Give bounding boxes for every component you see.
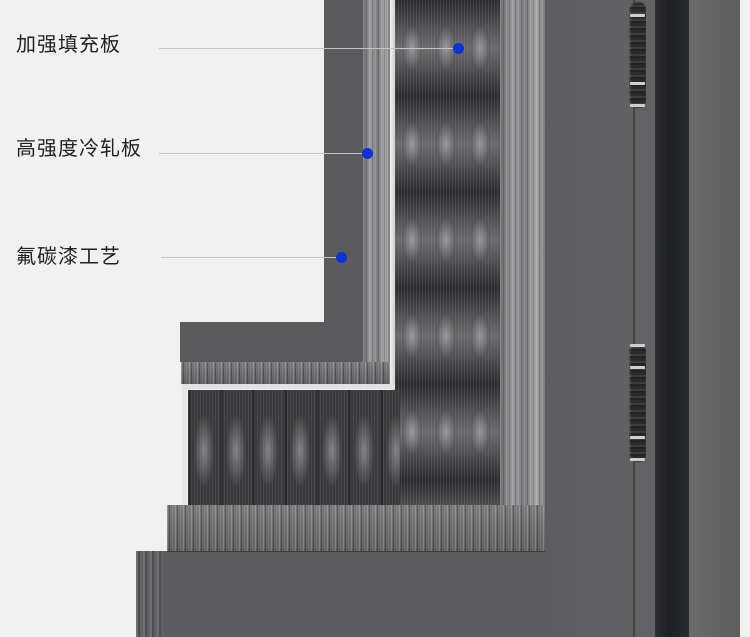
callout-marker-cold-rolled-plate <box>362 148 373 159</box>
callout-leader-fluorocarbon-paint <box>161 257 341 258</box>
inner-white-edge-left <box>182 386 187 505</box>
callout-leader-filler-plate <box>159 48 459 49</box>
callout-label-cold-rolled-plate: 高强度冷轧板 <box>16 136 142 160</box>
callout-label-filler-plate: 加强填充板 <box>16 32 121 56</box>
callout-leader-cold-rolled-plate <box>159 153 369 154</box>
callout-label-fluorocarbon-paint: 氟碳漆工艺 <box>16 244 121 268</box>
callout-marker-fluorocarbon-paint <box>336 252 347 263</box>
fluorocarbon-paint-vertical <box>324 0 363 362</box>
inner-white-edge <box>390 0 395 390</box>
fluorocarbon-paint-horizontal <box>180 322 363 362</box>
cold-rolled-plate-vertical <box>363 0 390 384</box>
bottom-brushed-strip <box>167 505 547 552</box>
door-frame-gray <box>689 0 740 637</box>
callout-marker-filler-plate <box>453 43 464 54</box>
hinge-icon <box>629 2 646 108</box>
honeycomb-filler-vertical <box>395 0 500 505</box>
door-base-panel-edge <box>136 551 164 637</box>
cold-rolled-plate-horizontal <box>181 362 390 384</box>
inner-white-edge-horizontal <box>182 384 395 389</box>
door-leaf-seam <box>633 0 635 637</box>
door-frame-dark-strip <box>655 0 689 637</box>
hinge-icon <box>629 344 646 462</box>
outer-brushed-layer <box>500 0 545 505</box>
honeycomb-filler-horizontal <box>188 390 400 505</box>
